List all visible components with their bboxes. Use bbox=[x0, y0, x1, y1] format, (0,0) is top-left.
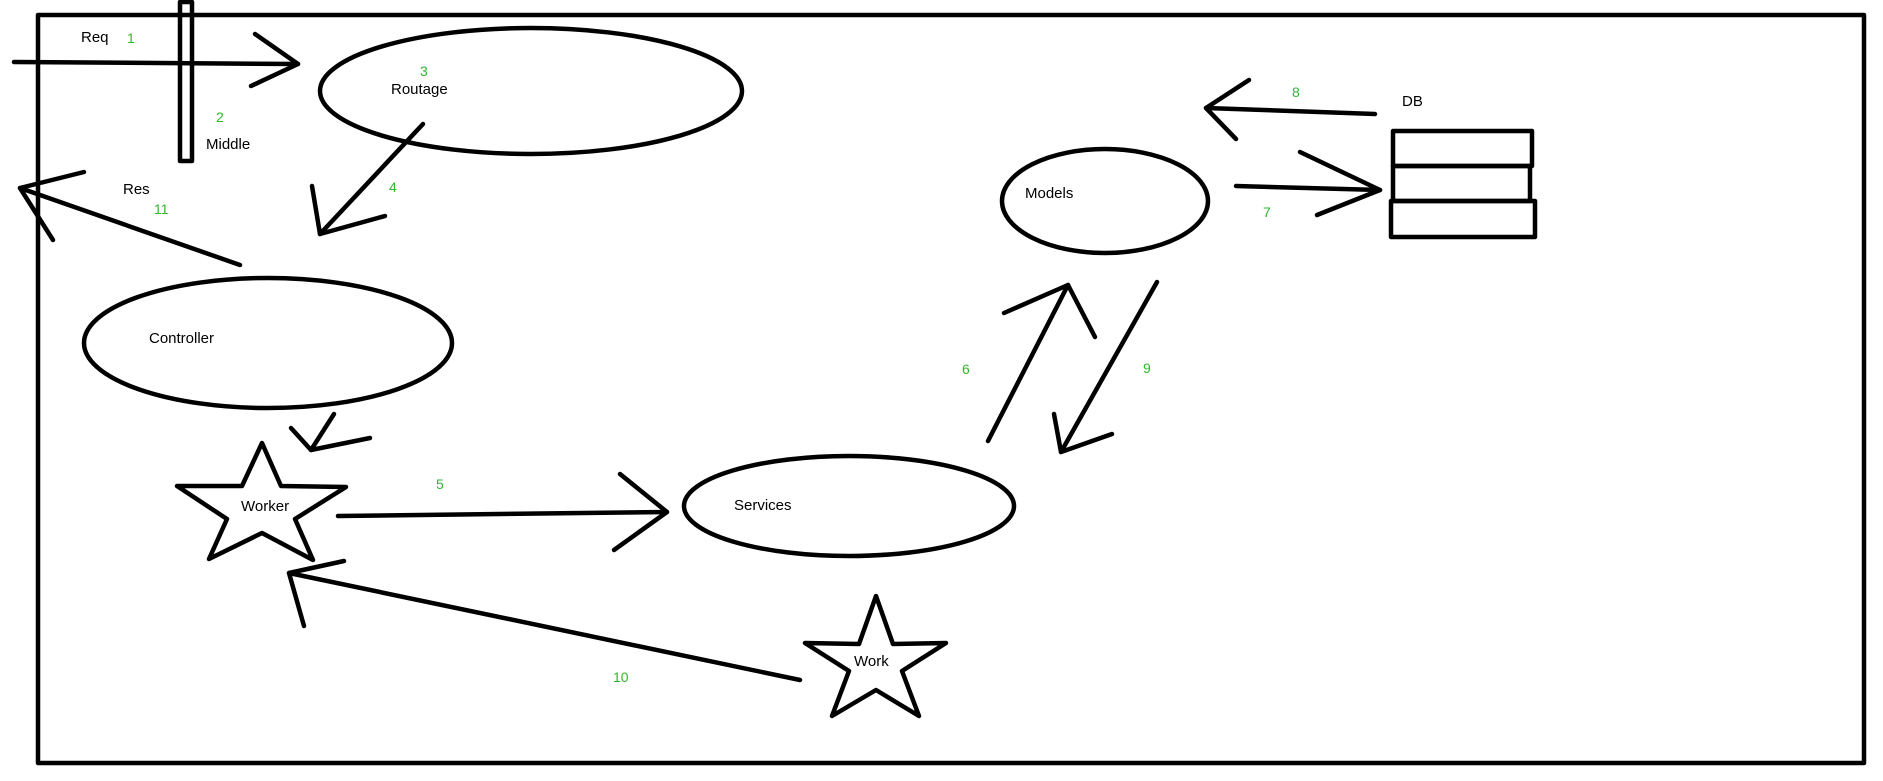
worker-to-services-arrow bbox=[335, 471, 670, 553]
step-number: 1 bbox=[127, 30, 135, 46]
db-label: DB bbox=[1402, 93, 1423, 110]
db-to-models-arrow bbox=[1203, 77, 1378, 142]
step-number: 3 bbox=[420, 63, 428, 79]
request-arrow bbox=[11, 31, 301, 89]
routage-to-controller-arrow bbox=[309, 121, 426, 237]
worker-label: Worker bbox=[241, 498, 289, 515]
work-to-worker-arrow bbox=[286, 558, 803, 683]
routage-label: Routage bbox=[391, 81, 448, 98]
step-number: 7 bbox=[1263, 204, 1271, 220]
db-stack-icon bbox=[1388, 128, 1538, 240]
step-number: 2 bbox=[216, 109, 224, 125]
controller-label: Controller bbox=[149, 330, 214, 347]
response-arrow bbox=[17, 169, 243, 268]
models-label: Models bbox=[1025, 185, 1073, 202]
middleware-bar bbox=[177, 0, 195, 164]
services-to-models-arrow bbox=[985, 282, 1098, 444]
step-number: 8 bbox=[1292, 84, 1300, 100]
work-node bbox=[802, 593, 949, 719]
res-label: Res bbox=[123, 181, 150, 198]
models-to-db-arrow bbox=[1233, 149, 1383, 218]
worker-node bbox=[174, 440, 349, 563]
controller-node bbox=[81, 275, 455, 411]
step-number: 10 bbox=[613, 669, 629, 685]
step-number: 4 bbox=[389, 179, 397, 195]
step-number: 9 bbox=[1143, 360, 1151, 376]
services-node bbox=[681, 453, 1017, 559]
work-label: Work bbox=[854, 653, 889, 670]
models-node bbox=[999, 146, 1211, 256]
step-number: 11 bbox=[154, 201, 169, 217]
step-number: 6 bbox=[962, 361, 970, 377]
step-number: 5 bbox=[436, 476, 444, 492]
diagram-frame bbox=[35, 12, 1867, 766]
controller-to-worker-arrow bbox=[288, 411, 373, 453]
services-label: Services bbox=[734, 497, 792, 514]
req-label: Req bbox=[81, 29, 109, 46]
routage-node bbox=[317, 25, 745, 157]
models-to-services-arrow bbox=[1051, 279, 1160, 455]
middle-label: Middle bbox=[206, 136, 250, 153]
